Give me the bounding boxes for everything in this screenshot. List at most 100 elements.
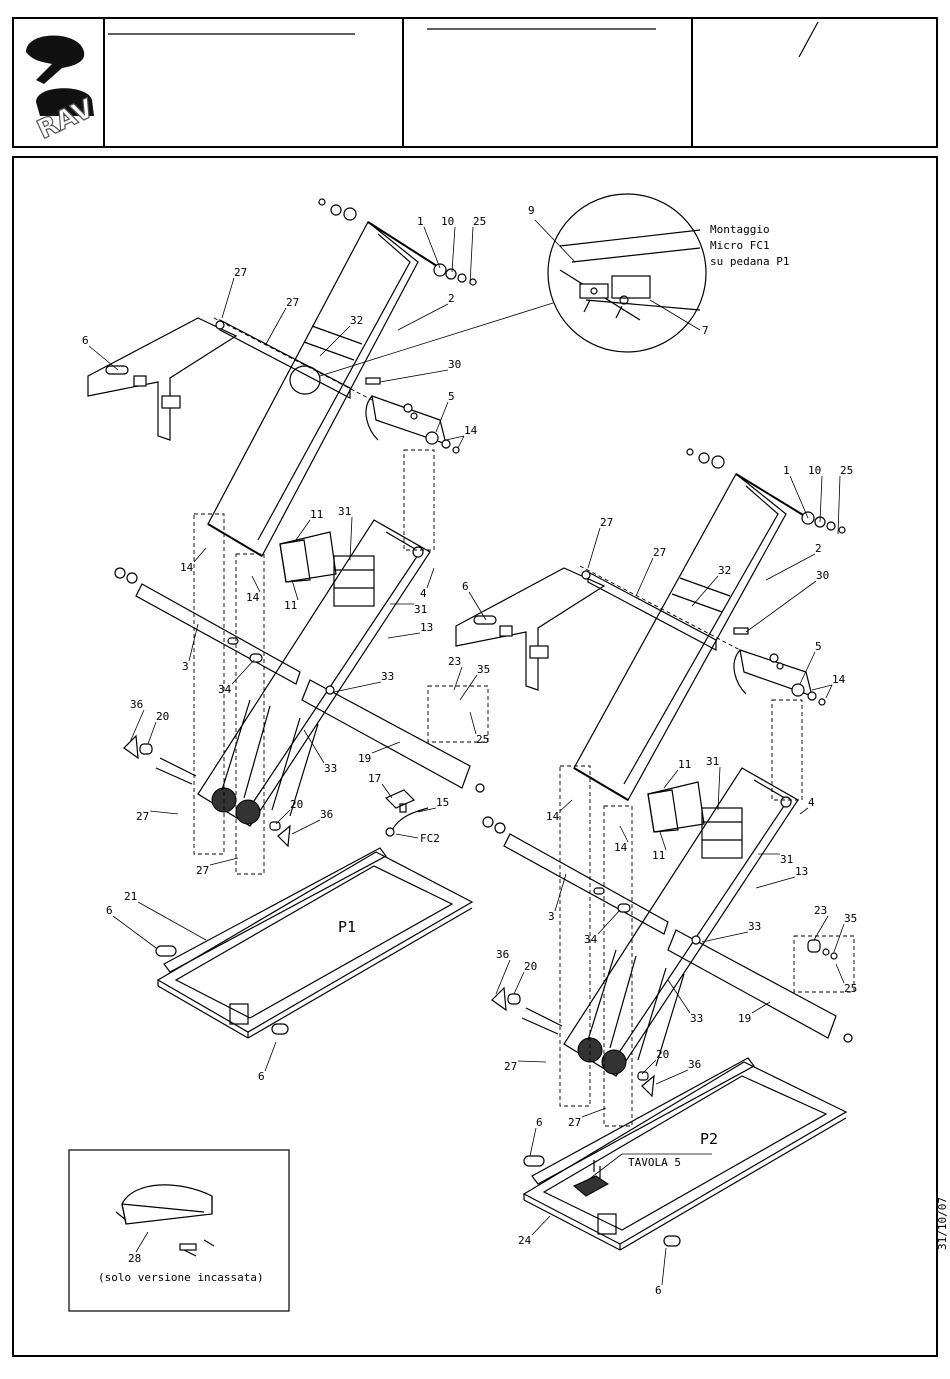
callout-leader-line (193, 547, 207, 563)
callout-leader-line (837, 475, 841, 535)
callout-leader-line (745, 580, 817, 633)
part-callout-27: 27 (600, 516, 613, 529)
part-callout-25: 25 (844, 982, 857, 995)
callout-leader-line (661, 1247, 667, 1286)
callout-leader-line (457, 435, 465, 449)
callout-leader-line (619, 825, 629, 843)
drawing-frame (12, 156, 938, 1357)
callout-leader-line (813, 915, 829, 941)
callout-leader-line (495, 959, 511, 995)
callout-leader-line (291, 579, 299, 601)
part-callout-20: 20 (524, 960, 537, 973)
callout-leader-line (291, 819, 321, 835)
part-callout-31: 31 (706, 755, 719, 768)
callout-leader-line (835, 963, 845, 984)
callout-leader-line (381, 783, 393, 799)
part-callout-6: 6 (462, 580, 469, 593)
callout-leader-line (597, 909, 621, 935)
part-callout-23: 23 (448, 655, 461, 668)
callout-leader-line (149, 810, 179, 815)
part-callout-31: 31 (414, 603, 427, 616)
callout-leader-line (755, 876, 796, 889)
callout-leader-line (469, 711, 477, 735)
part-callout-5: 5 (448, 390, 455, 403)
callout-leader-line (265, 307, 287, 345)
callout-leader-line (349, 516, 353, 561)
part-callout-36: 36 (130, 698, 143, 711)
part-callout-21: 21 (124, 890, 137, 903)
table-ref-label: TAVOLA 5 (628, 1156, 681, 1169)
part-callout-4: 4 (808, 796, 815, 809)
detail-label: Montaggio Micro FC1 su pedana P1 (710, 223, 789, 268)
part-callout-34: 34 (218, 683, 232, 696)
callout-leader-line (641, 1059, 657, 1075)
part-callout-2: 2 (448, 292, 455, 305)
part-callout-27: 27 (136, 810, 149, 823)
detail-label-line-2: Micro FC1 (710, 239, 770, 252)
callout-leader-line (221, 277, 235, 319)
part-callout-5: 5 (815, 640, 822, 653)
callout-leader-line (251, 575, 261, 593)
platform-p2-label: P2 (700, 1130, 718, 1148)
callout-leader-line (423, 226, 441, 269)
detail-part-7: 7 (702, 324, 709, 337)
part-callout-11: 11 (652, 849, 665, 862)
part-callout-31: 31 (338, 505, 351, 518)
callout-leader-line (147, 721, 157, 745)
part-callout-14: 14 (180, 561, 194, 574)
callout-leader-line (231, 659, 255, 685)
part-callout-31: 31 (780, 853, 793, 866)
callout-leader-line (691, 575, 719, 607)
part-callout-35: 35 (477, 663, 490, 676)
part-callout-20: 20 (156, 710, 169, 723)
callout-leader-line (799, 651, 816, 685)
part-callout-14: 14 (246, 591, 260, 604)
assembly-p2 (455, 448, 855, 1251)
assembly-p1 (87, 198, 489, 1039)
callout-leader-line (303, 729, 325, 764)
part-callout-25: 25 (840, 464, 853, 477)
callout-leader-line (264, 1041, 277, 1072)
part-callout-20: 20 (290, 798, 303, 811)
part-callout-36: 36 (496, 948, 509, 961)
callout-leader-line (811, 684, 833, 691)
part-callout-2: 2 (815, 542, 822, 555)
callout-leader-line (453, 666, 463, 691)
callout-leader-line (379, 369, 449, 383)
callout-leader-line (319, 325, 351, 357)
part-callout-32: 32 (350, 314, 363, 327)
title-slash (798, 21, 819, 58)
part-callout-14: 14 (464, 424, 478, 437)
callout-leader-line (581, 1107, 607, 1118)
part-callout-6: 6 (655, 1284, 662, 1297)
callout-leader-line (663, 769, 679, 789)
part-callout-3: 3 (182, 660, 189, 673)
callout-leader-line (88, 345, 119, 371)
callout-leader-line (717, 766, 721, 811)
callout-leader-line (517, 1060, 547, 1063)
callout-leader-line (129, 709, 145, 743)
switch-fc2-label: FC2 (420, 832, 440, 845)
detail-label-line-1: Montaggio (710, 223, 770, 236)
part-callout-27: 27 (196, 864, 209, 877)
part-callout-11: 11 (284, 599, 297, 612)
drawing-date: 31/10/07 (936, 1197, 949, 1250)
part-callout-36: 36 (688, 1058, 701, 1071)
part-callout-6: 6 (106, 904, 113, 917)
part-callout-11: 11 (678, 758, 691, 771)
callout-leader-line (426, 567, 435, 589)
part-callout-27: 27 (653, 546, 666, 559)
callout-leader-line (799, 807, 809, 815)
inset-part-28: 28 (128, 1252, 141, 1265)
callout-leader-line (435, 401, 449, 433)
part-callout-1: 1 (417, 215, 424, 228)
platform-p1-label: P1 (338, 918, 356, 936)
callout-leader-line (655, 1069, 689, 1085)
callout-leader-line (833, 923, 845, 953)
callout-leader-line (295, 519, 311, 541)
callout-leader-line (387, 632, 421, 639)
part-callout-27: 27 (234, 266, 247, 279)
callout-leader-line (445, 435, 465, 441)
callout-leader-line (765, 553, 816, 581)
